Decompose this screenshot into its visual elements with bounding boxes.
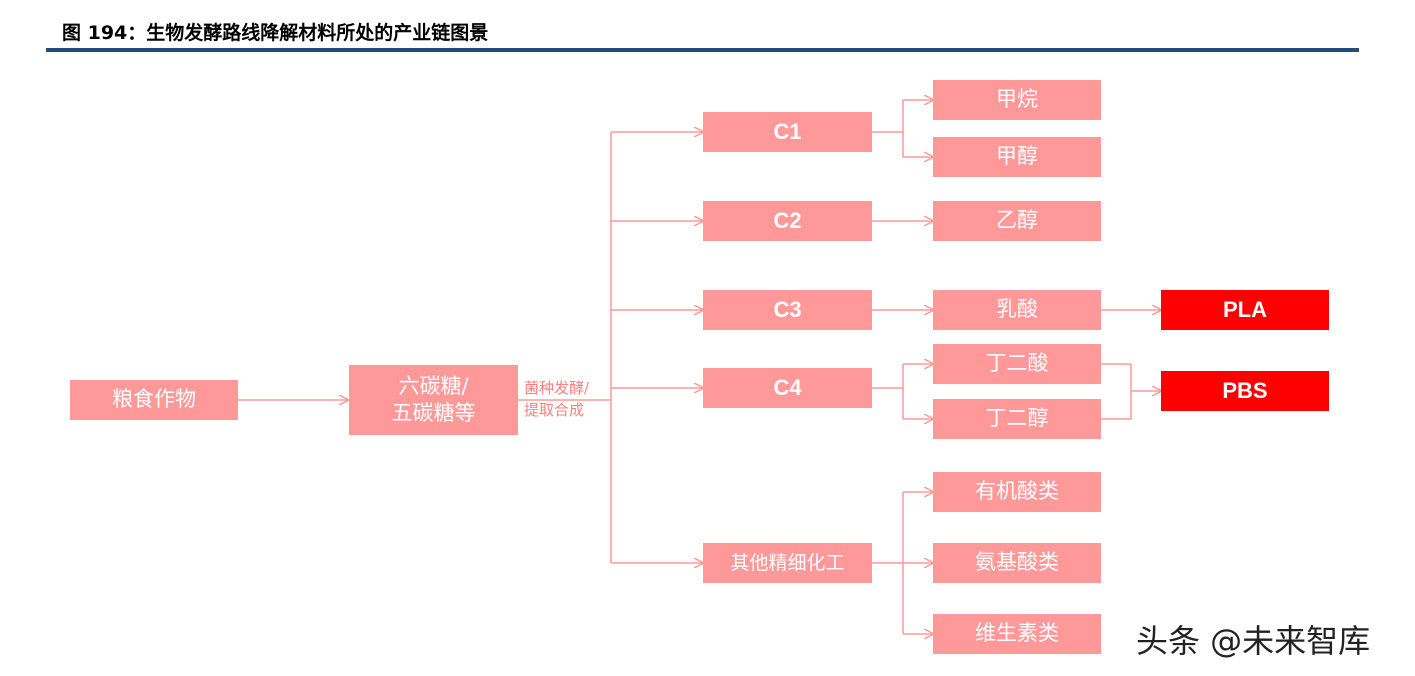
node-pla: PLA [1161,290,1329,330]
node-sugar-label-line1: 六碳糖/ [398,373,469,398]
node-pbs: PBS [1161,371,1329,411]
node-butanediol: 丁二醇 [933,399,1101,439]
node-grain-label: 粮食作物 [112,387,196,412]
node-vitamins: 维生素类 [933,614,1101,654]
node-succinic-acid: 丁二酸 [933,344,1101,384]
watermark: 头条 @未来智库 [1136,622,1371,660]
edge-label-fermentation: 菌种发酵/ 提取合成 [524,378,589,422]
node-c2: C2 [703,201,872,241]
header-rule [46,48,1359,52]
node-grain: 粮食作物 [70,380,238,420]
node-amino-acids: 氨基酸类 [933,543,1101,583]
node-c3: C3 [703,290,872,330]
node-methane: 甲烷 [933,80,1101,120]
node-sugar-label-line2: 五碳糖等 [391,401,476,425]
node-c4: C4 [703,368,872,408]
node-lactic-acid: 乳酸 [933,290,1101,330]
node-ethanol: 乙醇 [933,201,1101,241]
node-fine-chem: 其他精细化工 [703,543,872,583]
node-methanol: 甲醇 [933,137,1101,177]
node-c1: C1 [703,112,872,152]
edge-label-line2: 提取合成 [524,400,585,419]
figure-title: 图 194：生物发酵路线降解材料所处的产业链图景 [62,22,489,44]
node-sugar: 六碳糖/ 五碳糖等 [349,365,518,435]
node-organic-acids: 有机酸类 [933,472,1101,512]
edge-label-line1: 菌种发酵/ [524,379,590,397]
